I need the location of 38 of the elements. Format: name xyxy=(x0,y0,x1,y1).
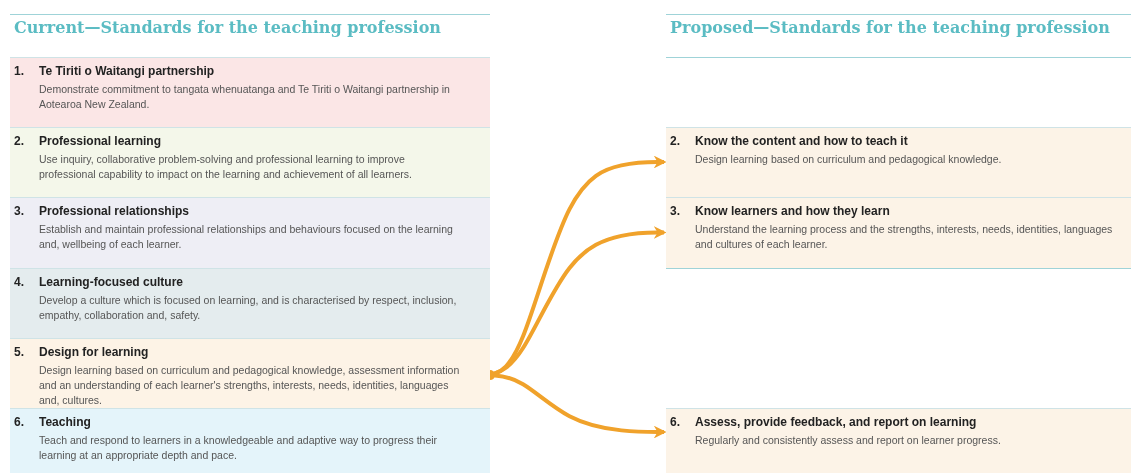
standard-description: Regularly and consistently assess and report on learner progress. xyxy=(695,433,1002,448)
standard-row xyxy=(10,338,490,408)
standard-row xyxy=(10,268,490,338)
item-number: 2. xyxy=(670,134,680,148)
standard-row xyxy=(10,127,490,197)
standard-description: Design learning based on curriculum and pedagogical knowledge, assessment information and an understanding of each learner's strengths, interests, needs, identities, languages and, cultures. xyxy=(39,363,461,408)
item-number: 4. xyxy=(14,275,24,289)
standard-description: Establish and maintain professional relationships and behaviours focused on the learning and, wellbeing of each learner. xyxy=(39,222,454,252)
standard-description: Teach and respond to learners in a knowledgeable and adaptive way to progress their learning at an appropriate depth and pace. xyxy=(39,433,439,463)
standard-description: Understand the learning process and the strengths, interests, needs, identities, languages and cultures of each learner. xyxy=(695,222,1114,252)
item-number: 2. xyxy=(14,134,24,148)
standard-row xyxy=(10,57,490,127)
standard-heading: Assess, provide feedback, and report on learning xyxy=(695,415,977,429)
standard-heading: Professional learning xyxy=(39,134,162,148)
item-number: 1. xyxy=(14,64,24,78)
standard-description: Design learning based on curriculum and pedagogical knowledge. xyxy=(695,152,1003,167)
standard-heading: Design for learning xyxy=(39,345,149,359)
standard-row xyxy=(10,408,490,473)
standard-description: Develop a culture which is focused on learning, and is characterised by respect, inclusion, empathy, collaboration and, safety. xyxy=(39,293,458,323)
standard-heading: Professional relationships xyxy=(39,204,190,218)
standard-heading: Learning-focused culture xyxy=(39,275,184,289)
item-number: 6. xyxy=(14,415,24,429)
standard-row xyxy=(10,197,490,268)
item-number: 6. xyxy=(670,415,680,429)
standard-description: Use inquiry, collaborative problem-solving and professional learning to improve professional capability to impact on the learning and achievement of all learners. xyxy=(39,152,413,182)
standard-heading: Te Tiriti o Waitangi partnership xyxy=(39,64,215,78)
standard-heading: Know the content and how to teach it xyxy=(695,134,908,148)
standard-heading: Know learners and how they learn xyxy=(695,204,890,218)
item-number: 5. xyxy=(14,345,24,359)
standard-row xyxy=(666,408,1131,473)
item-number: 3. xyxy=(14,204,24,218)
section-title: Current—Standards for the teaching profession xyxy=(14,18,441,37)
standard-row xyxy=(666,127,1131,197)
standard-heading: Teaching xyxy=(39,415,91,429)
standard-row xyxy=(666,197,1131,268)
standard-description: Demonstrate commitment to tangata whenuatanga and Te Tiriti o Waitangi partnership in Aotearoa New Zealand. xyxy=(39,82,451,112)
item-number: 3. xyxy=(670,204,680,218)
section-title: Proposed—Standards for the teaching profession xyxy=(670,18,1110,37)
